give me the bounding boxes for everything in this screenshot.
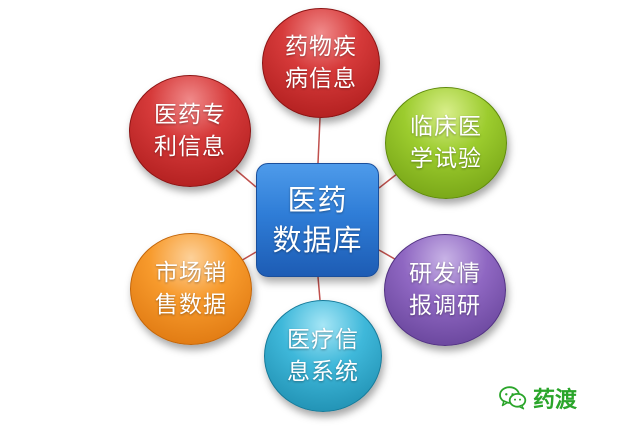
node-label-line1: 药物疾 [285, 34, 357, 60]
node-label-line2: 病信息 [285, 66, 357, 92]
node-label-line2: 学试验 [410, 146, 482, 172]
connector-disease [317, 117, 321, 164]
wechat-icon [499, 386, 527, 410]
center-label-line2: 数据库 [272, 223, 363, 257]
node-label-line1: 医药专 [154, 102, 226, 128]
node-label-line1: 研发情 [409, 261, 481, 287]
brand-watermark: 药渡 [499, 382, 577, 414]
brand-name: 药渡 [533, 388, 578, 413]
node-label-line2: 利信息 [154, 134, 226, 160]
center-label-line1: 医药 [287, 183, 348, 217]
node-label-line1: 临床医 [410, 114, 482, 140]
node-label-line1: 市场销 [155, 260, 227, 286]
node-clinical-trial: 临床医 学试验 [385, 87, 507, 199]
node-label-line2: 息系统 [287, 359, 359, 385]
node-pharma-patent-info: 医药专 利信息 [129, 75, 251, 187]
node-label-line1: 医疗信 [287, 327, 359, 353]
center-node-pharma-database: 医药 数据库 [256, 163, 379, 277]
connector-medsys [317, 276, 321, 301]
node-drug-disease-info: 药物疾 病信息 [262, 8, 380, 118]
node-rd-intelligence: 研发情 报调研 [384, 234, 506, 346]
node-label-line2: 售数据 [155, 292, 227, 318]
node-label-line2: 报调研 [409, 293, 481, 319]
connector-patent [235, 169, 257, 188]
node-market-sales-data: 市场销 售数据 [130, 233, 252, 345]
node-medical-info-system: 医疗信 息系统 [264, 300, 382, 412]
